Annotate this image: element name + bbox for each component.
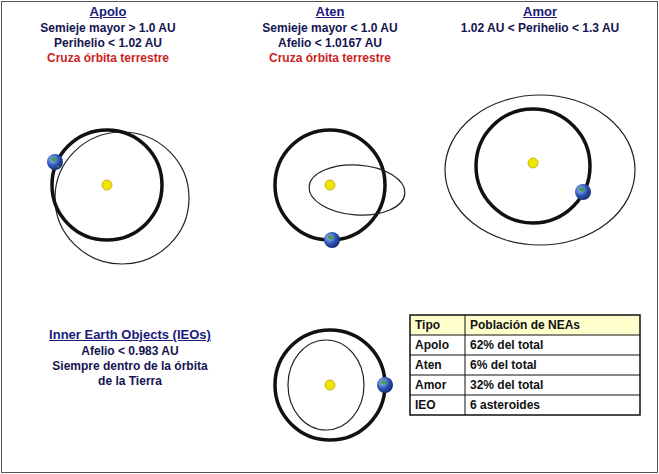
earth-orbit [476,109,590,223]
group-title: Apolo [90,4,127,19]
earth [324,232,340,248]
note-text: Cruza órbita terrestre [47,51,169,66]
table-header: Población de NEAs [470,315,580,335]
earth-land [579,187,585,191]
table-cell: IEO [415,395,436,415]
sun [325,180,335,190]
table-cell: 6% del total [470,355,537,375]
criterion-text: Afelio < 1.0167 AU [278,36,382,51]
group-title: Inner Earth Objects (IEOs) [49,327,211,342]
table-grid [410,315,640,415]
criterion-text: Afelio < 0.983 AU [81,344,178,359]
earth-land [381,380,387,384]
group-title: Amor [523,4,557,19]
table-border [410,315,640,415]
table-cell: Aten [415,355,442,375]
earth-orbit [52,130,162,240]
criterion-text: Semieje mayor < 1.0 AU [262,21,397,36]
criterion-text: Perihelio < 1.02 AU [54,36,162,51]
table-cell: Amor [415,375,446,395]
sun [325,380,335,390]
sun [102,180,112,190]
earth [575,184,591,200]
note-text: Siempre dentro de la órbita de la Tierra [50,359,210,389]
asteroid-orbit [307,162,406,219]
table-header-fill [410,315,640,335]
table-cell: 32% del total [470,375,543,395]
earth-land [51,157,60,168]
earth-orbit [275,330,385,440]
asteroid-orbit [445,95,635,245]
group-title: Aten [316,4,345,19]
table-header: Tipo [415,315,440,335]
criterion-text: 1.02 AU < Perihelio < 1.3 AU [461,21,620,36]
asteroid-orbit [55,132,189,264]
table-cell: 62% del total [470,335,543,355]
asteroid-orbit [288,340,364,430]
table-cell: 6 asteroides [470,395,540,415]
earth-land [328,235,334,239]
criterion-text: Semieje mayor > 1.0 AU [40,21,175,36]
sun [528,158,538,168]
note-text: Cruza órbita terrestre [269,51,391,66]
table-cell: Apolo [415,335,449,355]
earth [47,154,63,170]
earth-orbit [275,130,385,240]
earth [377,377,393,393]
